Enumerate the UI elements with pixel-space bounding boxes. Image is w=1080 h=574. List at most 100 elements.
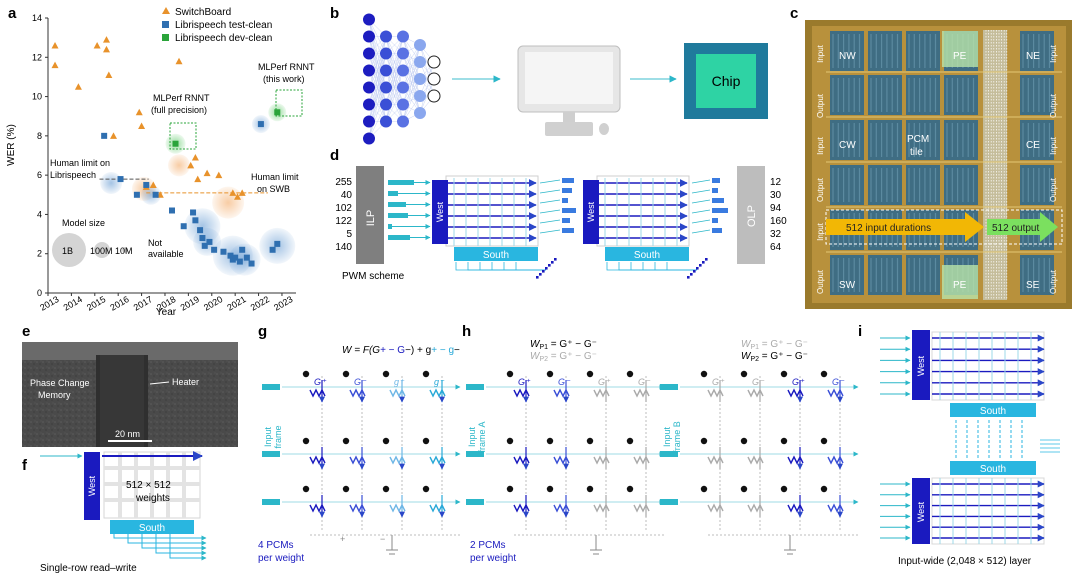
pcm-resistor — [309, 503, 326, 513]
panel-label-h: h — [462, 323, 471, 340]
annot-human-swb-1: Human limit — [251, 172, 299, 182]
pwm-pulse — [388, 202, 406, 207]
net-edge — [385, 36, 404, 105]
conductance-label: G⁻ — [354, 377, 367, 387]
pcm-resistor — [633, 503, 650, 513]
output-line — [691, 189, 711, 194]
conductance-label: G⁺ — [598, 377, 611, 387]
test-clean-point — [169, 207, 175, 214]
pwm-pulse — [388, 235, 410, 240]
pcm-tile — [944, 75, 978, 115]
y-tick-label: 10 — [32, 92, 42, 102]
output-value: 64 — [770, 242, 782, 253]
f-weight-grid — [40, 451, 207, 561]
input-pulse — [262, 451, 280, 457]
x-tick-label: 2022 — [249, 294, 271, 313]
edge-input-5: Input — [1049, 136, 1058, 155]
olp-block — [737, 166, 765, 264]
pwm-pulse — [388, 224, 392, 229]
pcm-tile — [868, 31, 902, 71]
f-output-line — [113, 534, 207, 541]
annot-rnnt-work-2: (this work) — [263, 74, 305, 84]
legend-test-clean-marker — [162, 21, 169, 28]
routing-dot — [699, 264, 702, 267]
tile-pe-bottom: PE — [953, 280, 967, 291]
i-west-block-bottom — [912, 478, 930, 544]
net-node — [380, 47, 392, 60]
g-crossbar: G⁺G⁻g⁺g⁻+− — [262, 370, 461, 555]
swb-point — [51, 42, 59, 49]
output-line — [691, 209, 711, 214]
select-node — [506, 370, 514, 378]
h-crossbar-a: G⁺G⁻G⁺G⁻ — [466, 370, 665, 555]
coupling-line — [539, 229, 561, 234]
panel-f-tile: West 512 × 512 weights South Single-row … — [40, 451, 207, 574]
swb-point — [110, 132, 118, 139]
net-edge — [402, 44, 421, 88]
panel-h-circuit: WP1 = G⁺ − G⁻ WP2 = G⁺ − G⁻ WP1 = G⁺ − G… — [466, 339, 859, 564]
h-wp1-b: WP1 = G⁺ − G⁻ — [741, 339, 808, 351]
x-tick-label: 2020 — [202, 294, 224, 313]
sem-label-pcm-2: Memory — [38, 390, 71, 400]
select-node — [546, 370, 554, 378]
conductance-label: g⁺ — [394, 377, 405, 387]
net-node — [363, 13, 375, 26]
i-grids — [880, 331, 1060, 545]
routing-dot — [539, 273, 542, 276]
net-node — [414, 107, 426, 119]
swb-point — [149, 181, 157, 188]
f-weights-1: 512 × 512 — [126, 480, 171, 491]
g-formula: W = F(G+ − G−) + g+ − g− — [342, 345, 460, 356]
tile-cw: CW — [839, 140, 856, 151]
select-node — [740, 370, 748, 378]
output-value: 32 — [770, 229, 782, 240]
legend-dev-clean: Librispeech dev-clean — [175, 33, 272, 44]
select-node — [820, 437, 828, 445]
net-node — [363, 81, 375, 94]
pcm-resistor — [429, 388, 446, 398]
g-caption-1: 4 PCMs — [258, 540, 294, 551]
i-west-label-top: West — [916, 355, 926, 376]
input-value: 102 — [335, 203, 352, 214]
select-node — [626, 370, 634, 378]
output-line — [691, 229, 711, 234]
net-edge — [402, 78, 421, 122]
tile-frame — [445, 175, 539, 247]
edge-output-6: Output — [1049, 269, 1058, 294]
select-node — [342, 485, 350, 493]
pcm-tile — [830, 31, 864, 71]
x-tick-label: 2015 — [85, 294, 107, 313]
input-pulse — [466, 384, 484, 390]
x-tick-label: 2019 — [179, 294, 201, 313]
edge-output-4: Output — [1049, 93, 1058, 118]
conductance-label: G⁻ — [752, 377, 765, 387]
select-node — [422, 485, 430, 493]
f-output-line — [141, 534, 207, 551]
swb-point — [138, 122, 146, 130]
legend-swb-marker — [162, 7, 170, 14]
south-route — [654, 262, 697, 271]
input-pulse — [262, 384, 280, 390]
annot-human-libri-1: Human limit on — [50, 158, 110, 168]
computer-icon — [517, 45, 621, 136]
net-edge — [419, 61, 435, 114]
pcm-resistor — [827, 455, 844, 465]
annot-rnnt-full-2: (full precision) — [151, 105, 207, 115]
pcm-resistor — [747, 388, 764, 398]
net-node — [414, 73, 426, 85]
central-bus — [983, 30, 1007, 300]
y-axis-label: WER (%) — [6, 124, 17, 166]
input-value: 40 — [341, 190, 353, 201]
ilp-label: ILP — [365, 210, 377, 227]
dev-clean-point — [172, 140, 179, 147]
pwm-pulse — [388, 191, 398, 196]
ilp-block — [356, 166, 384, 264]
conductance-label: G⁻ — [558, 377, 571, 387]
legend-test-clean: Librispeech test-clean — [175, 20, 272, 31]
output-pulse — [712, 188, 718, 193]
south-label-2: South — [634, 250, 660, 261]
south-route — [479, 262, 546, 271]
pcm-tile — [906, 75, 940, 115]
g-input-1: Input — [263, 426, 273, 447]
